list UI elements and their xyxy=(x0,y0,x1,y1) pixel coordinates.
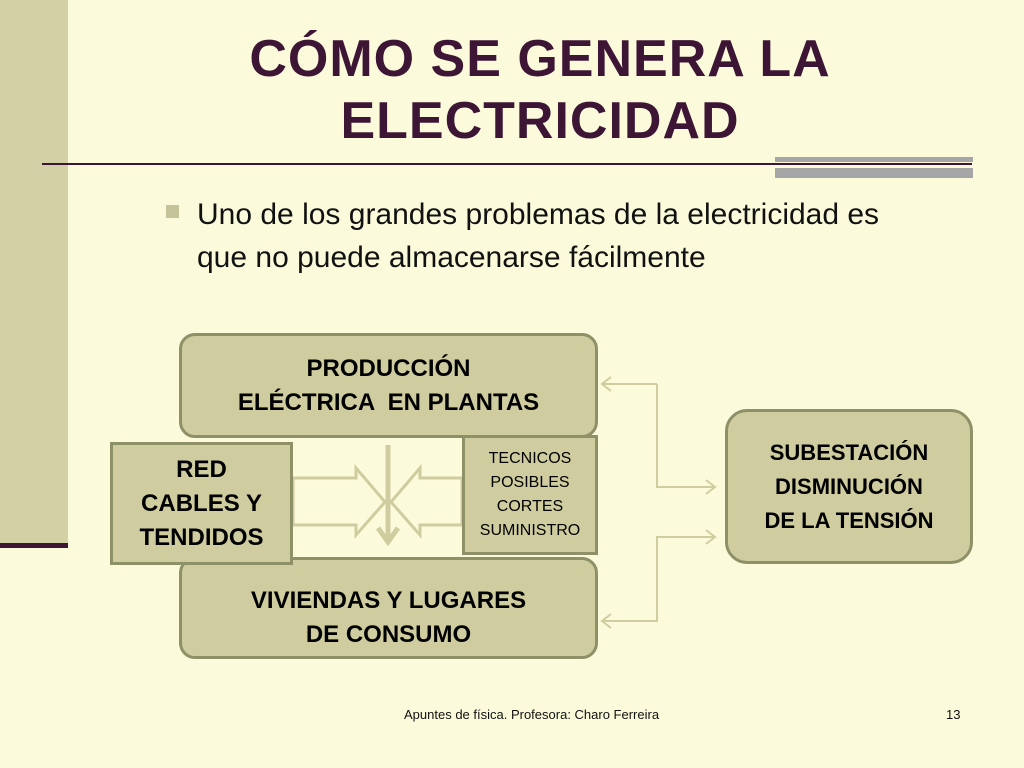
title-line-1: CÓMO SE GENERA LA xyxy=(249,30,831,88)
subestacion-line-3: DE LA TENSIÓN xyxy=(764,507,934,533)
title-divider-accent-top xyxy=(775,157,973,162)
slide-title: CÓMO SE GENERA LA ELECTRICIDAD xyxy=(180,28,900,152)
red-line-3: TENDIDOS xyxy=(139,523,264,551)
footer-text: Apuntes de física. Profesora: Charo Ferr… xyxy=(404,707,660,722)
viviendas-line-2: DE CONSUMO xyxy=(305,621,472,648)
title-divider xyxy=(42,163,972,165)
connector-subestacion-viviendas xyxy=(600,529,717,629)
left-side-bar xyxy=(0,0,68,544)
produccion-line-2: ELÉCTRICA EN PLANTAS xyxy=(237,388,540,416)
arrow-tecnicos-left xyxy=(389,463,464,539)
bullet-square-icon xyxy=(166,205,179,218)
box-produccion-electrica: PRODUCCIÓN ELÉCTRICA EN PLANTAS xyxy=(179,333,598,438)
red-line-1: RED xyxy=(176,455,227,483)
box-red-cables: RED CABLES Y TENDIDOS xyxy=(110,442,293,565)
tecnicos-line-3: CORTES xyxy=(496,498,564,515)
box-viviendas-consumo: VIVIENDAS Y LUGARES DE CONSUMO xyxy=(179,557,598,659)
side-accent-line xyxy=(0,543,68,548)
produccion-line-1: PRODUCCIÓN xyxy=(306,354,471,382)
page-number: 13 xyxy=(946,707,961,722)
box-tecnicos: TECNICOS POSIBLES CORTES SUMINISTRO xyxy=(462,435,598,555)
title-divider-accent-bottom xyxy=(775,168,973,178)
tecnicos-line-2: POSIBLES xyxy=(490,474,570,491)
box-subestacion: SUBESTACIÓN DISMINUCIÓN DE LA TENSIÓN xyxy=(725,409,973,564)
arrow-down-center xyxy=(375,445,401,547)
bullet-text: Uno de los grandes problemas de la elect… xyxy=(197,198,880,274)
title-line-2: ELECTRICIDAD xyxy=(340,92,740,150)
subestacion-line-1: SUBESTACIÓN xyxy=(769,439,929,465)
tecnicos-line-4: SUMINISTRO xyxy=(479,522,581,539)
arrow-red-right xyxy=(291,463,387,539)
subestacion-line-2: DISMINUCIÓN xyxy=(775,473,923,499)
tecnicos-line-1: TECNICOS xyxy=(488,450,572,467)
viviendas-line-1: VIVIENDAS Y LUGARES xyxy=(250,587,527,614)
red-line-2: CABLES Y xyxy=(141,489,262,517)
connector-produccion-subestacion xyxy=(600,376,717,495)
